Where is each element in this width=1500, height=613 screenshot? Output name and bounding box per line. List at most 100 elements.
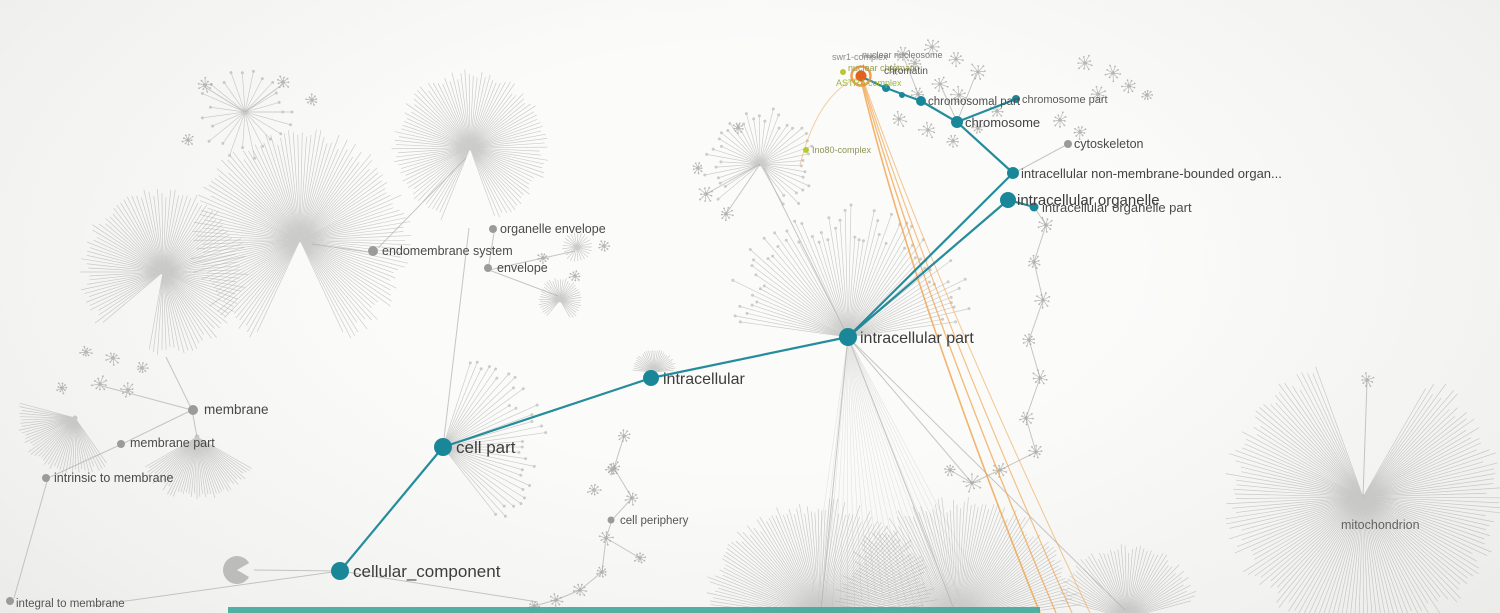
leaf-star-clusters <box>56 39 1375 611</box>
leaf-cluster <box>596 565 607 578</box>
edge <box>311 243 369 253</box>
edge <box>940 85 958 123</box>
edge <box>1028 299 1044 341</box>
leaf-cluster <box>598 240 611 252</box>
node-intracellular[interactable] <box>643 370 659 386</box>
cluster-fan <box>190 129 412 339</box>
node-intracellular-organelle-part[interactable] <box>1029 202 1039 212</box>
node-chromosome[interactable] <box>951 116 963 128</box>
cluster-fans <box>18 69 1500 613</box>
leaf-cluster <box>890 63 902 76</box>
gray-node[interactable] <box>117 440 125 448</box>
cluster-fan <box>440 360 548 518</box>
node-cellular-component[interactable] <box>331 562 349 580</box>
label-chromosomal-part: chromosomal part <box>928 96 1021 108</box>
leaf-cluster <box>692 162 703 175</box>
cluster-fan <box>703 107 814 206</box>
edge <box>533 599 557 607</box>
gray-node[interactable] <box>1064 140 1072 148</box>
gray-node[interactable] <box>6 597 14 605</box>
edge <box>204 86 246 113</box>
leaf-cluster <box>1032 369 1048 385</box>
edge <box>339 570 539 603</box>
leaf-cluster <box>931 76 949 92</box>
leaf-cluster <box>137 362 149 374</box>
leaf-cluster <box>1104 64 1122 83</box>
leaf-cluster <box>923 39 940 56</box>
path-edge <box>847 199 1009 338</box>
leaf-cluster <box>305 93 318 106</box>
cluster-fan <box>80 188 248 355</box>
label-intracellular-organelle: intracellular organelle <box>1017 192 1160 209</box>
gray-node[interactable] <box>368 246 378 256</box>
edge <box>971 469 1001 484</box>
gray-node[interactable] <box>188 405 198 415</box>
leaf-cluster <box>1361 372 1375 388</box>
cluster-fan <box>1059 544 1197 613</box>
edge <box>1033 224 1047 263</box>
gray-node[interactable] <box>607 516 615 524</box>
node-intracellular-part[interactable] <box>839 328 857 346</box>
path-node-small[interactable] <box>882 84 890 92</box>
leaf-cluster <box>944 464 956 477</box>
path-node-small[interactable] <box>899 92 905 98</box>
small-label: cytoskeleton <box>1074 137 1144 151</box>
node-intracellular-organelle[interactable] <box>1000 192 1016 208</box>
leaf-cluster <box>598 531 614 546</box>
path-edge <box>920 100 958 123</box>
gray-node[interactable] <box>484 264 492 272</box>
leaf-cluster <box>970 63 986 80</box>
small-label: intrinsic to membrane <box>54 471 174 485</box>
small-label: nuclear nucleosome <box>862 50 943 60</box>
cluster-fan <box>632 349 676 375</box>
pie-node <box>223 556 250 584</box>
gray-node[interactable] <box>42 474 50 482</box>
edge <box>1033 261 1044 301</box>
edge <box>705 163 761 195</box>
label-intracellular-part: intracellular part <box>860 330 974 347</box>
accent-node[interactable] <box>840 69 846 75</box>
leaf-cluster <box>1077 54 1093 71</box>
edge <box>605 537 641 559</box>
accent-node[interactable] <box>803 147 809 153</box>
leaf-cluster <box>105 352 120 366</box>
leaf-cluster <box>1028 254 1041 270</box>
leaf-cluster <box>572 583 588 597</box>
small-label: endomembrane system <box>382 244 513 258</box>
edge <box>725 163 761 215</box>
highlight-edge <box>863 81 1091 613</box>
path-edge <box>847 172 1014 338</box>
node-intracellular-non-membrane-bounded-organelle[interactable] <box>1007 167 1019 179</box>
leaf-cluster <box>1141 89 1154 100</box>
small-label: organelle envelope <box>500 222 606 236</box>
edge <box>165 356 193 411</box>
node-cell-part[interactable] <box>434 438 452 456</box>
leaf-cluster <box>1053 111 1067 128</box>
label-chromosome: chromosome <box>965 115 1040 130</box>
node-chromosomal-part[interactable] <box>916 96 926 106</box>
leaf-cluster <box>90 375 108 391</box>
edge <box>244 83 284 113</box>
gray-node[interactable] <box>489 225 497 233</box>
edge <box>847 336 956 613</box>
leaf-cluster <box>1028 444 1043 459</box>
graph-nodes <box>6 65 1072 605</box>
cluster-fan <box>200 69 294 160</box>
edge <box>820 336 849 611</box>
edge <box>1035 209 1047 226</box>
selected-node-nucleosome[interactable] <box>855 70 867 82</box>
edge <box>488 232 495 265</box>
selected-path-edges <box>339 76 1035 572</box>
leaf-cluster <box>1037 216 1053 233</box>
leaf-cluster <box>79 345 93 357</box>
edge <box>13 477 49 599</box>
leaf-cluster <box>1120 79 1136 94</box>
node-chromosome-part[interactable] <box>1012 95 1020 103</box>
leaf-cluster <box>720 206 734 222</box>
leaf-cluster <box>120 382 134 398</box>
leaf-cluster <box>1019 411 1034 426</box>
edge <box>579 571 603 591</box>
leaf-cluster <box>549 593 564 607</box>
edge <box>442 227 470 448</box>
